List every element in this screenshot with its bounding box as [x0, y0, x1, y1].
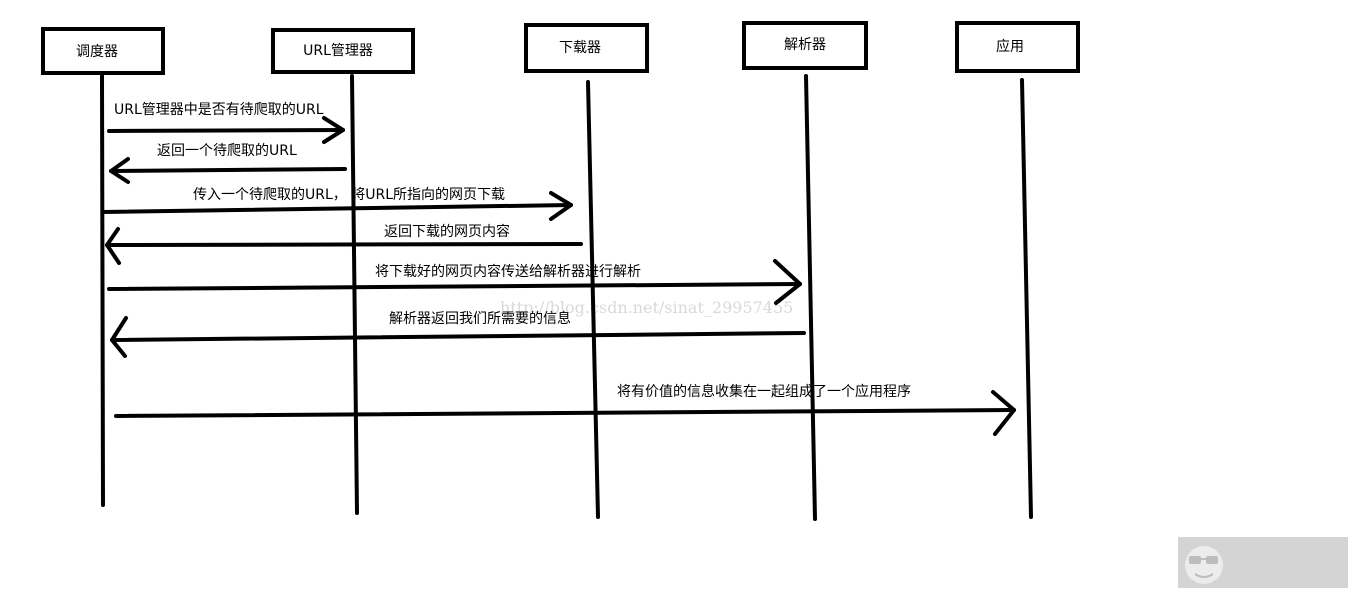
message-arrow-4 [105, 227, 583, 265]
message-label-7: 将有价值的信息收集在一起组成了一个应用程序 [617, 383, 911, 400]
message-arrow-3 [101, 191, 573, 221]
participant-parser: 解析器 [742, 21, 868, 70]
lifeline-parser [804, 74, 817, 521]
sunglasses-face-icon [1185, 546, 1223, 584]
message-label-4: 返回下载的网页内容 [384, 223, 510, 240]
lifeline-url-manager [350, 74, 359, 515]
lifeline-downloader [586, 80, 600, 519]
message-arrow-7 [114, 390, 1016, 436]
message-arrow-1 [107, 116, 345, 144]
participant-label-url-manager: URL管理器 [303, 43, 373, 59]
watermark-badge [1178, 537, 1348, 588]
participant-label-scheduler: 调度器 [76, 44, 118, 60]
lifeline-application [1020, 78, 1033, 519]
message-label-6: 解析器返回我们所需要的信息 [389, 310, 571, 327]
participant-application: 应用 [955, 21, 1080, 73]
message-label-3: 传入一个待爬取的URL， 将URL所指向的网页下载 [193, 187, 505, 203]
message-label-2: 返回一个待爬取的URL [157, 143, 297, 159]
participant-downloader: 下载器 [524, 23, 649, 73]
participant-url-manager: URL管理器 [271, 28, 415, 74]
message-arrow-5 [107, 259, 802, 305]
message-label-5: 将下载好的网页内容传送给解析器进行解析 [375, 263, 641, 280]
participant-label-downloader: 下载器 [559, 40, 601, 56]
participant-scheduler: 调度器 [41, 27, 165, 75]
watermark-text: http://blog.csdn.net/sinat_29957455 [500, 298, 793, 317]
message-arrow-2 [109, 157, 347, 184]
lifeline-scheduler [100, 74, 105, 507]
message-arrow-6 [110, 316, 806, 358]
participant-label-parser: 解析器 [784, 37, 826, 53]
participant-label-application: 应用 [996, 38, 1024, 55]
message-label-1: URL管理器中是否有待爬取的URL [114, 102, 324, 118]
